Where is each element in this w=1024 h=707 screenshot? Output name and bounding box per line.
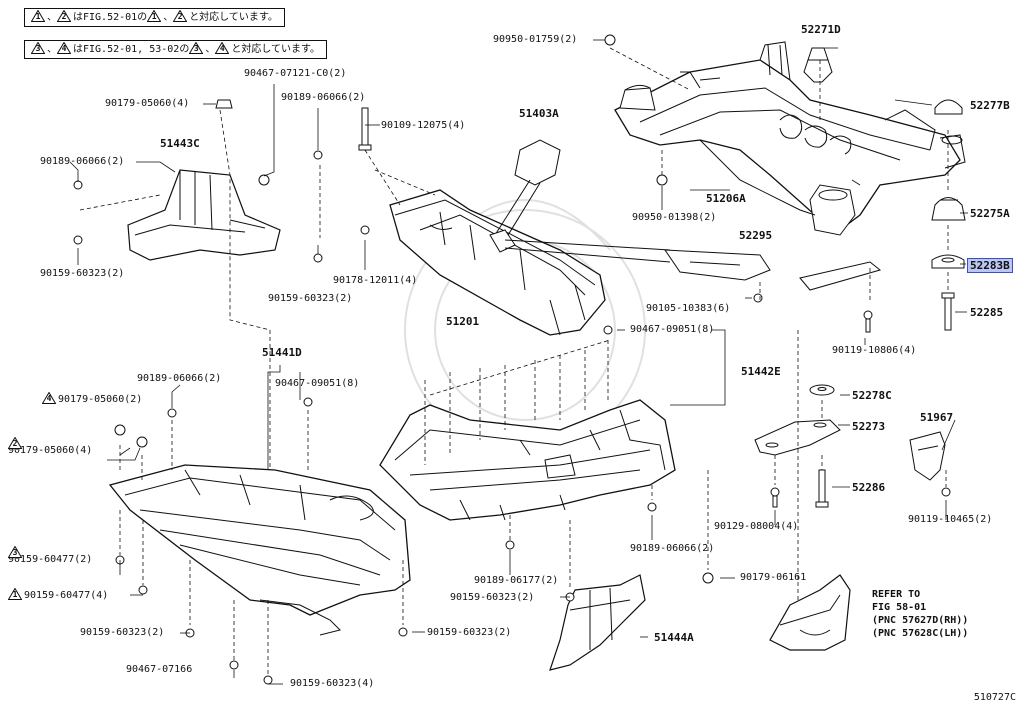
crossmember-51201 [389,189,606,336]
triangle-mark-icon: 4 [57,42,71,54]
triangle-mark-icon: 4 [42,392,56,404]
part-label-51441D: 51441D [262,346,302,359]
fastener-label: 90119-10465(2) [908,514,993,525]
note-text: はFIG.52-01, 53-02の [73,44,190,55]
refer-line: (PNC 57627D(RH)) [872,615,969,626]
refer-line: FIG 58-01 [872,602,927,613]
leader-lines [69,39,968,685]
part-label-52275A: 52275A [970,207,1010,220]
part-label-52285: 52285 [970,306,1004,319]
fastener-label: 90950-01398(2) [632,212,717,223]
fastener-label: 90119-10806(4) [832,345,917,356]
part-label-52278C: 52278C [852,389,892,402]
fastener-label: 90179-05060(4) [105,98,190,109]
shield-51443C [127,169,281,261]
fastener-label: 90467-07121-C0(2) [244,68,347,79]
part-label-52277B: 52277B [970,99,1010,112]
fastener-label: 90467-07166 [126,664,193,675]
fastener-label: 90105-10383(6) [646,303,731,314]
washer-52278C [809,384,835,396]
mount-52271D [803,47,833,83]
refer-line: (PNC 57628C(LH)) [872,628,969,639]
fastener-label: 90950-01759(2) [493,34,578,45]
fastener-label: 90159-60477(4) [24,590,109,601]
triangle-mark-icon: 4 [215,42,230,54]
note-text: と対応しています。 [231,44,321,55]
fastener-label: 90129-08004(4) [714,521,799,532]
fastener-label: 90159-60323(2) [40,268,125,279]
fastener-label: 90159-60477(2) [8,554,93,565]
triangle-mark-icon: 3 [31,42,45,54]
triangle-mark-icon: 1 [31,10,45,22]
note-text: 、 [163,12,174,23]
fastener-label: 90109-12075(4) [381,120,466,131]
bracket-refer-58-01 [769,574,851,651]
part-label-51201: 51201 [446,315,480,328]
fastener-label: 90467-09051(8) [630,324,715,335]
part-label-52286: 52286 [852,481,886,494]
triangle-mark-icon: 1 [147,10,162,22]
dashed-guides [79,47,949,675]
side-cover-51444A [549,574,646,671]
lower-cover-51441D [108,464,411,636]
part-label-51967: 51967 [920,411,954,424]
engine-cover-51442E [379,399,676,521]
fastener-label: 90159-60323(4) [290,678,375,689]
part-label-52271D: 52271D [801,23,841,36]
fastener-label: 90159-60323(2) [80,627,165,638]
part-label-51403A: 51403A [519,107,559,120]
part-label-51442E: 51442E [741,365,781,378]
fastener-label: 90159-60323(2) [450,592,535,603]
fastener-label: 90189-06066(2) [137,373,222,384]
fastener-label: 90189-06066(2) [281,92,366,103]
rear-subframe-51206A [614,41,966,236]
triangle-mark-icon: 2 [8,437,22,449]
fastener-label: 90467-09051(8) [275,378,360,389]
triangle-mark-icon: 2 [173,10,188,22]
fastener-label: 90189-06066(2) [630,543,715,554]
part-label-52283B[interactable]: 52283B [967,258,1013,273]
triangle-mark-icon: 2 [57,10,71,22]
refer-line: REFER TO [872,589,921,600]
part-label-52273: 52273 [852,420,886,433]
note-text: 、 [205,44,216,55]
part-label-51444A: 51444A [654,631,694,644]
bracket-51967 [909,431,946,481]
fastener-label: 90189-06177(2) [474,575,559,586]
fastener-label: 90179-06161 [740,572,807,583]
triangle-mark-icon: 3 [8,546,22,558]
fastener-label: 90179-05060(2) [58,394,143,405]
fastener-label: 90179-05060(4) [8,445,93,456]
bar-52295 [799,261,882,291]
mount-52283B [931,254,965,269]
triangle-mark-icon: 3 [189,42,204,54]
mount-52277B [934,99,963,115]
fastener-label: 90159-60323(2) [427,627,512,638]
fastener-label: 90189-06066(2) [40,156,125,167]
note-text: 、 [47,44,57,55]
bracket-52273 [754,419,841,456]
part-label-51443C: 51443C [160,137,200,150]
note-text: はFIG.52-01の [73,12,148,23]
note-text: 、 [47,12,57,23]
note-text: と対応しています。 [189,12,278,23]
fastener-label: 90159-60323(2) [268,293,353,304]
part-label-51206A: 51206A [706,192,746,205]
figure-code: 510727C [973,692,1016,703]
fastener-label: 90178-12011(4) [333,275,418,286]
mount-52275A [931,197,966,221]
part-label-52295: 52295 [739,229,773,242]
refer-to-note: REFER TO FIG 58-01 (PNC 57627D(RH)) (PNC 57… [872,588,968,640]
triangle-mark-icon: 1 [8,588,22,600]
brace-51403A [489,139,771,281]
